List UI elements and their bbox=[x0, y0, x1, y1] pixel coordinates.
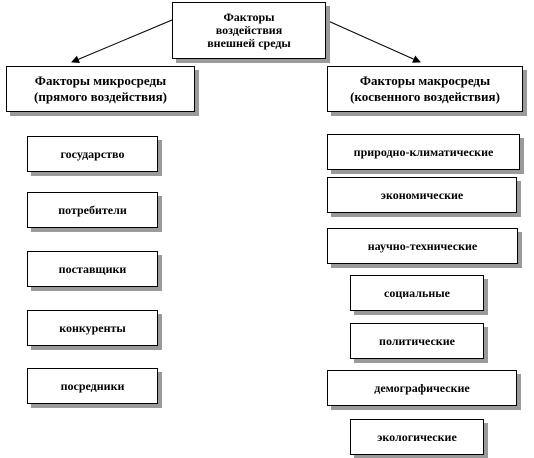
macro-factor-item: политические bbox=[350, 323, 484, 359]
micro-factors-header: Факторы микросреды (прямого воздействия) bbox=[6, 66, 195, 112]
external-factors-box: Факторы воздействия внешней среды bbox=[172, 2, 326, 59]
right-header-line1: Факторы макросреды bbox=[359, 73, 491, 88]
macro-factor-item: демографические bbox=[327, 370, 517, 406]
macro-factor-item: экологические bbox=[350, 419, 484, 455]
macro-factor-item: природно-климатические bbox=[327, 134, 520, 170]
macro-factor-item: научно-технические bbox=[327, 228, 518, 264]
micro-factor-item: посредники bbox=[27, 368, 158, 404]
right-header-line2: (косвенного воздействия) bbox=[350, 89, 500, 104]
top-box-line3: внешней среды bbox=[207, 36, 291, 50]
micro-factor-item: поставщики bbox=[27, 251, 158, 287]
top-box-line1: Факторы bbox=[223, 10, 275, 24]
arrow-to-right-header bbox=[325, 19, 421, 63]
top-box-line2: воздействия bbox=[215, 23, 283, 37]
micro-factor-item: государство bbox=[27, 136, 158, 172]
macro-factor-item: экономические bbox=[327, 177, 517, 213]
micro-factor-item: конкуренты bbox=[27, 310, 158, 346]
micro-factor-item: потребители bbox=[27, 192, 158, 228]
macro-factor-item: социальные bbox=[350, 275, 484, 311]
macro-factors-header: Факторы макросреды (косвенного воздейств… bbox=[327, 66, 523, 112]
arrow-to-left-header bbox=[71, 19, 173, 63]
left-header-line2: (прямого воздействия) bbox=[34, 89, 167, 104]
left-header-line1: Факторы микросреды bbox=[34, 73, 167, 88]
